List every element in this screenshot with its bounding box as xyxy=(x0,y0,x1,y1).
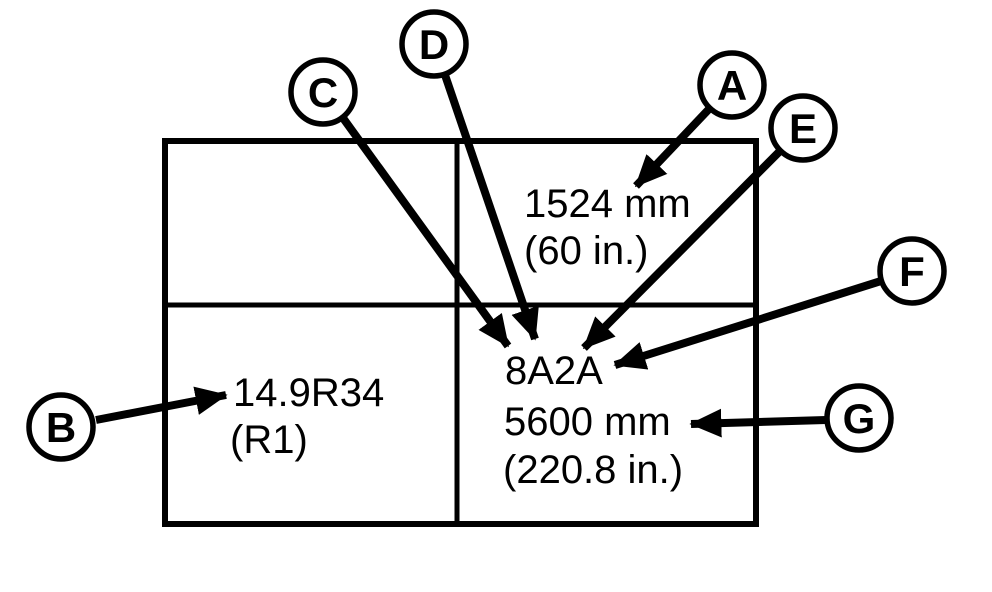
tire-size-text: 14.9R34 xyxy=(233,371,384,415)
callout-f: F xyxy=(877,236,947,306)
dim-g-imperial-text: (220.8 in.) xyxy=(503,448,683,492)
callout-c-letter: C xyxy=(308,69,338,116)
callout-arrow-f xyxy=(613,277,883,370)
callout-arrow-g xyxy=(689,408,827,438)
machine-outline-box xyxy=(162,138,759,527)
callout-f-circle xyxy=(877,236,947,306)
callout-arrow-a xyxy=(633,105,713,189)
callout-a-circle xyxy=(697,50,767,120)
callout-d-letter: D xyxy=(419,21,449,68)
callout-arrow-b xyxy=(95,386,228,424)
callout-b-circle xyxy=(26,392,96,462)
callout-b: B xyxy=(26,392,96,462)
callout-a: A xyxy=(697,50,767,120)
callout-arrow-c xyxy=(339,115,512,349)
callout-arrow-d xyxy=(441,73,539,341)
callout-g-circle xyxy=(824,383,894,453)
label-tire: 14.9R34 (R1) xyxy=(230,371,384,462)
callout-c: C xyxy=(288,57,358,127)
callout-d: D xyxy=(399,9,469,79)
callout-g: G xyxy=(824,383,894,453)
callout-e-letter: E xyxy=(789,105,817,152)
dim-a-metric-text: 1524 mm xyxy=(524,182,691,226)
dim-a-imperial-text: (60 in.) xyxy=(524,229,649,273)
code-text: 8A2A xyxy=(505,349,603,393)
callout-b-letter: B xyxy=(46,404,76,451)
tire-type-text: (R1) xyxy=(230,418,308,462)
callout-a-letter: A xyxy=(717,62,747,109)
callout-e: E xyxy=(768,93,838,163)
callout-f-letter: F xyxy=(899,248,925,295)
label-dim-a: 1524 mm (60 in.) xyxy=(524,182,691,273)
callout-g-letter: G xyxy=(843,395,876,442)
callout-c-circle xyxy=(288,57,358,127)
label-code-and-dim-g: 8A2A 5600 mm (220.8 in.) xyxy=(503,349,683,492)
callout-arrow-e xyxy=(581,148,783,351)
callout-e-circle xyxy=(768,93,838,163)
callout-d-circle xyxy=(399,9,469,79)
dim-g-metric-text: 5600 mm xyxy=(504,400,671,444)
